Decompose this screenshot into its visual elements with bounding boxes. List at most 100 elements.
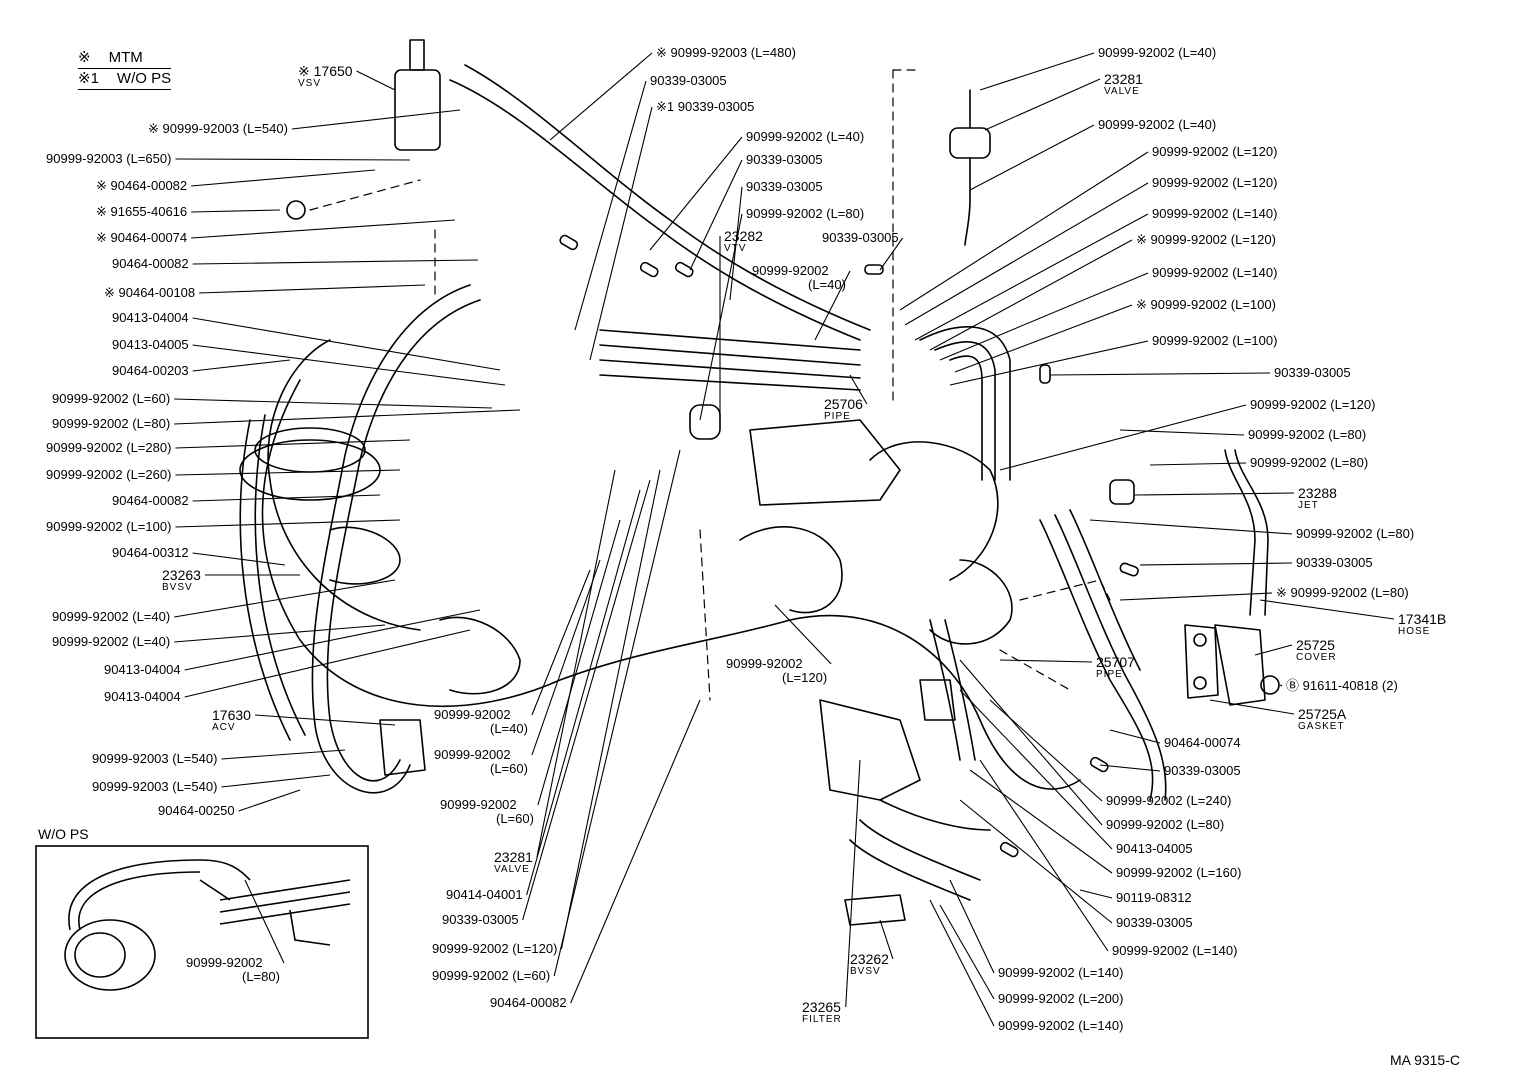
leader-line xyxy=(999,659,1093,663)
leader-line xyxy=(184,609,481,671)
gasket-25725A xyxy=(1184,624,1219,699)
part-number: 23282 xyxy=(724,228,763,244)
bottom-part-label: 90339-03005 xyxy=(442,913,519,927)
part-number: 90999-92002 (L=40) xyxy=(746,129,865,144)
part-name: VALVE xyxy=(494,864,530,875)
part-number: 90999-92002 (L=120) xyxy=(1152,175,1278,190)
right-part-label: 90999-92002 (L=140) xyxy=(1112,944,1237,958)
part-number: 90999-92002 xyxy=(434,707,511,722)
right-part-label: 90999-92002 (L=140) xyxy=(998,966,1123,980)
leader-line xyxy=(929,239,1133,351)
right-part-label: 90339-03005 xyxy=(1164,764,1241,778)
leader-line xyxy=(531,569,591,716)
leader-line xyxy=(244,879,285,964)
part-number: 90999-92002 xyxy=(752,263,829,278)
bottom-part-label: 90999-92002(L=40) xyxy=(434,708,528,736)
leader-line xyxy=(536,469,616,858)
hose-length: (L=40) xyxy=(490,721,528,736)
part-number: 90999-92002 (L=100) xyxy=(46,519,172,534)
part-number: ※ 90464-00074 xyxy=(96,230,188,245)
leader-line xyxy=(939,904,995,1000)
right-part-label: 90999-92002 (L=80) xyxy=(1296,527,1414,541)
left-part-label: 90464-00203 xyxy=(112,364,189,378)
leader-line xyxy=(979,759,1109,952)
part-name: COVER xyxy=(1296,652,1337,663)
part-number: 90339-03005 xyxy=(1116,915,1193,930)
hose-bundle-right xyxy=(919,326,1011,481)
part-number: 25706 xyxy=(824,396,863,412)
part-number: 90999-92003 (L=540) xyxy=(92,779,218,794)
right-part-label: 90999-92002 (L=100) xyxy=(1152,334,1277,348)
legend: ※ MTM ※1 W/O PS xyxy=(78,48,172,90)
hose-length: (L=60) xyxy=(496,811,534,826)
bvsv-23262 xyxy=(844,894,906,926)
inset-box xyxy=(35,845,369,1039)
left-part-label: ※ 90464-00082 xyxy=(96,179,187,193)
part-number: 23281 xyxy=(494,849,533,865)
part-name: BVSV xyxy=(850,966,881,977)
part-number: ※ 90999-92003 (L=540) xyxy=(148,121,288,136)
right-part-label: 90999-92002 (L=160) xyxy=(1116,866,1241,880)
part-number: 23262 xyxy=(850,951,889,967)
leader-line xyxy=(221,749,346,760)
part-number: 90999-92002 (L=80) xyxy=(1250,455,1369,470)
leader-line xyxy=(849,374,868,405)
part-number: 90339-03005 xyxy=(1296,555,1373,570)
part-number: 90999-92002 xyxy=(186,955,263,970)
part-number: 90999-92002 (L=140) xyxy=(1152,265,1278,280)
part-number: 90339-03005 xyxy=(1164,763,1241,778)
part-number: 90999-92002 (L=240) xyxy=(1106,793,1232,808)
leader-line xyxy=(999,404,1247,471)
right-part-label: 90999-92002 (L=140) xyxy=(1152,207,1277,221)
left-part-label: 90464-00312 xyxy=(112,546,189,560)
part-number: 90999-92002 xyxy=(440,797,517,812)
left-part-label: 90413-04004 xyxy=(104,690,181,704)
leader-line xyxy=(549,52,653,141)
part-name: FILTER xyxy=(802,1014,842,1025)
right-part-label: 90999-92002 (L=120) xyxy=(1152,145,1277,159)
hose-length: (L=120) xyxy=(782,670,828,685)
legend-text: W/O PS xyxy=(116,70,172,87)
part-number: 90999-92002 (L=120) xyxy=(1152,144,1278,159)
part-number: 23281 xyxy=(1104,71,1143,87)
leader-line xyxy=(899,151,1149,311)
jet-23288 xyxy=(1109,479,1135,505)
left-part-label: 90999-92003 (L=540) xyxy=(92,780,217,794)
leader-line xyxy=(959,689,1113,850)
left-part-label: 90464-00250 xyxy=(158,804,235,818)
part-number: 90339-03005 xyxy=(822,230,899,245)
air-cleaner xyxy=(267,339,421,631)
leader-line xyxy=(526,489,641,896)
part-number: ※ 90999-92003 (L=480) xyxy=(656,45,796,60)
cover-25725 xyxy=(1214,624,1266,706)
part-number: ※ 17650 xyxy=(298,63,353,79)
leader-line xyxy=(291,109,461,130)
bottom-part-label: 90999-92002 (L=60) xyxy=(432,969,550,983)
leader-line xyxy=(649,136,743,251)
leader-line xyxy=(522,479,651,921)
part-name: JET xyxy=(1298,500,1319,511)
part-number: 90999-92002 (L=140) xyxy=(998,965,1124,980)
right-part-label: 90999-92002 (L=200) xyxy=(998,992,1123,1006)
part-number: 90999-92002 (L=140) xyxy=(1112,943,1238,958)
part-number: 23288 xyxy=(1298,485,1337,501)
left-part-label: 90999-92002 (L=40) xyxy=(52,610,170,624)
part-number: 90464-00250 xyxy=(158,803,235,818)
leader-line xyxy=(774,604,832,665)
left-part-label: ※ 91655-40616 xyxy=(96,205,187,219)
leader-line xyxy=(192,317,501,371)
part-number: 90999-92002 (L=120) xyxy=(432,941,558,956)
leader-line xyxy=(1139,562,1293,566)
left-part-label: 90999-92002 (L=260) xyxy=(46,468,171,482)
part-number: 90999-92002 (L=40) xyxy=(1098,45,1217,60)
leader-line xyxy=(879,919,894,960)
top-part-label: 90339-03005 xyxy=(650,74,727,88)
bottom-part-label: 90464-00082 xyxy=(490,996,567,1010)
leader-line xyxy=(191,209,281,213)
part-name: VTV xyxy=(724,243,747,254)
left-part-label: 90999-92002 (L=100) xyxy=(46,520,171,534)
part-number: 25725A xyxy=(1298,706,1347,722)
